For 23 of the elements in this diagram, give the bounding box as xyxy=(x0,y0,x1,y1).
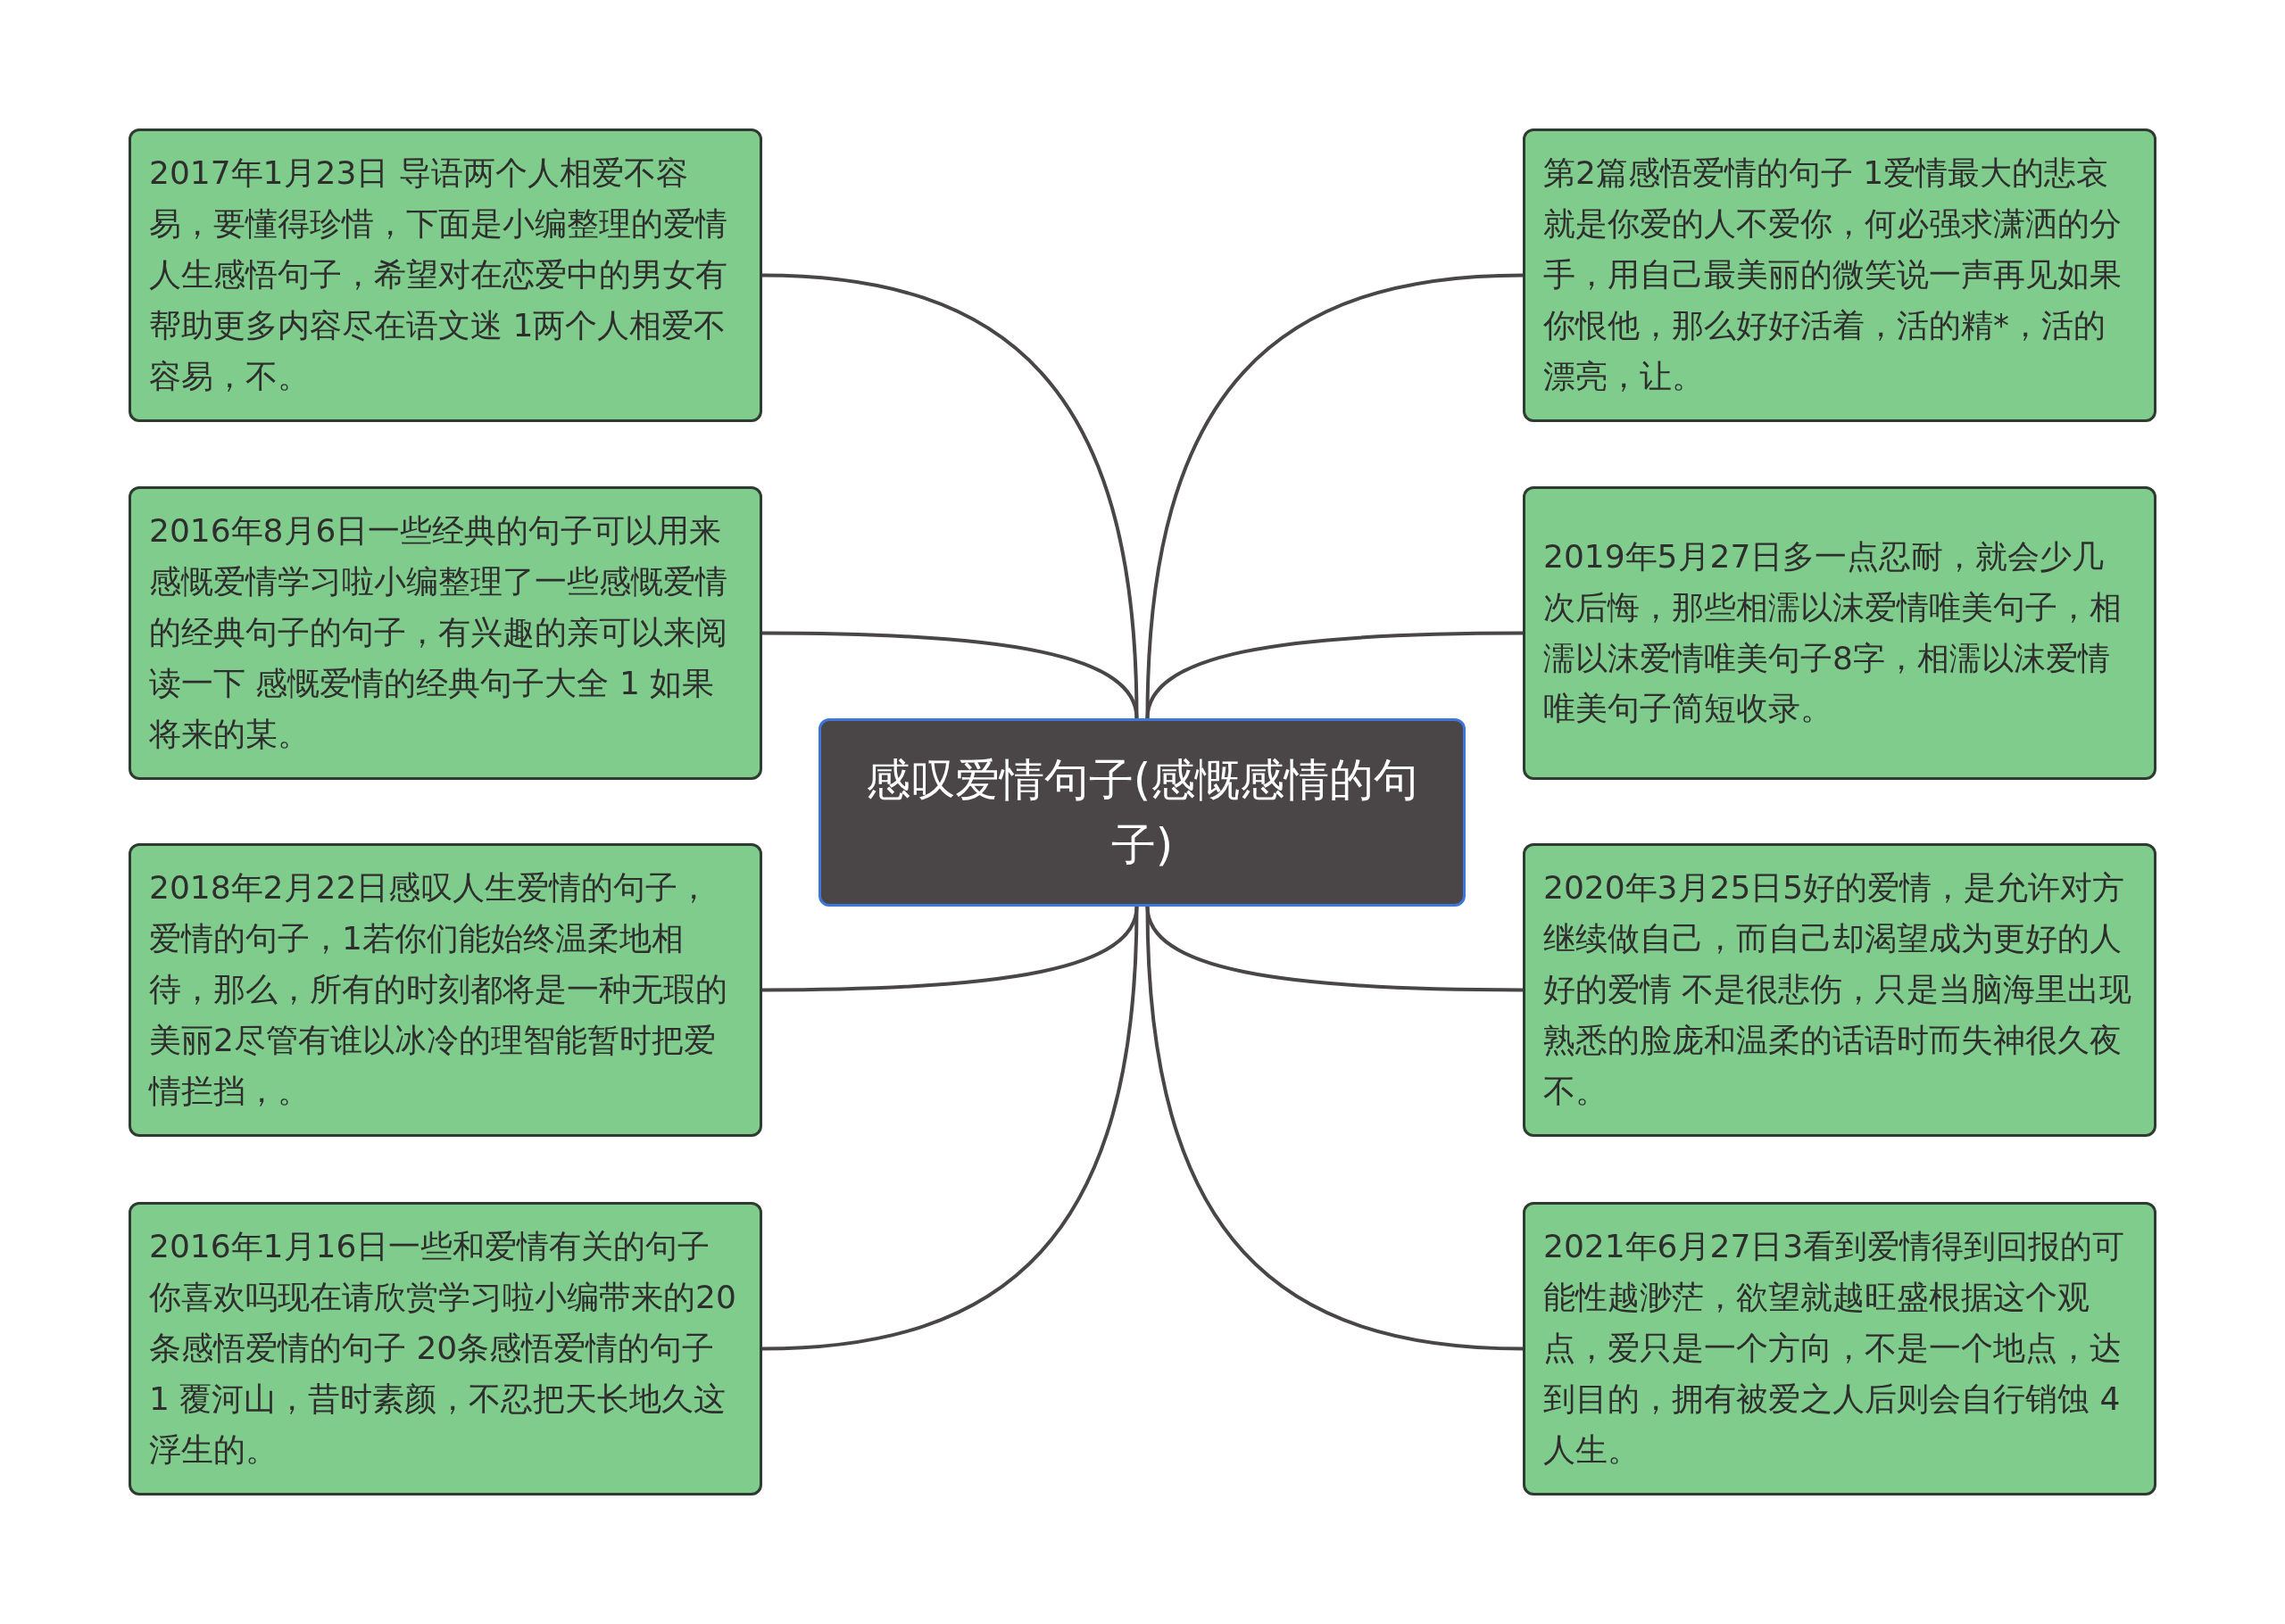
subtopic-box xyxy=(129,128,762,422)
subtopic-text: 2017年1月23日 导语两个人相爱不容易，要懂得珍惜，下面是小编整理的爱情人生感悟句子，希望对在恋爱中的男女有帮助更多内容尽在语文迷 1两个人相爱不容易，不。 xyxy=(149,153,728,396)
subtopic-text: 2018年2月22日感叹人生爱情的句子，爱情的句子，1若你们能始终温柔地相待，那么，所有的时刻都将是一种无瑕的美丽2尽管有谁以冰冷的理智能暂时把爱情拦挡，。 xyxy=(149,868,728,1111)
connector-line xyxy=(762,631,1139,719)
subtopic-text: 第2篇感悟爱情的句子 1爱情最大的悲哀就是你爱的人不爱你，何必强求潇洒的分手，用自己最美丽的微笑说一声再见如果你恨他，那么好好活着，活的精*，活的漂亮，让。 xyxy=(1543,153,2123,396)
subtopic-box xyxy=(1523,843,2156,1137)
subtopic-box xyxy=(129,843,762,1137)
subtopic-text: 2020年3月25日5好的爱情，是允许对方继续做自己，而自己却渴望成为更好的人好的爱情 不是很悲伤，只是当脑海里出现熟悉的脸庞和温柔的话语时而失神很久夜不。 xyxy=(1543,868,2133,1111)
subtopic-text: 2016年1月16日一些和爱情有关的句子你喜欢吗现在请欣赏学习啦小编带来的20条感悟爱情的句子 20条感悟爱情的句子 1 覆河山，昔时素颜，不忍把天长地久这浮生的。 xyxy=(149,1227,737,1470)
connector-line xyxy=(1145,273,1524,719)
subtopic-box xyxy=(129,1202,762,1496)
central-topic-box xyxy=(818,718,1466,907)
subtopic-box xyxy=(1523,1202,2156,1496)
subtopic-text: 2016年8月6日一些经典的句子可以用来感慨爱情学习啦小编整理了一些感慨爱情的经典句子的句子，有兴趣的亲可以来阅读一下 感慨爱情的经典句子大全 1 如果将来的某。 xyxy=(149,511,728,754)
subtopic-text: 2019年5月27日多一点忍耐，就会少几次后悔，那些相濡以沫爱情唯美句子，相濡以沫爱情唯美句子8字，相濡以沫爱情唯美句子简短收录。 xyxy=(1543,536,2123,729)
central-topic-text: 感叹爱情句子(感慨感情的句子) xyxy=(864,753,1420,873)
subtopic-box xyxy=(1523,486,2156,780)
connector-line xyxy=(761,906,1139,1351)
subtopic-text: 2021年6月27日3看到爱情得到回报的可能性越渺茫，欲望就越旺盛根据这个观点，爱只是一个方向，不是一个地点，达到目的，拥有被爱之人后则会自行销蚀 4人生。 xyxy=(1543,1227,2126,1470)
subtopic-box xyxy=(129,486,762,780)
connector-line xyxy=(1145,631,1523,719)
subtopic-box xyxy=(1523,128,2156,422)
connector-line xyxy=(1145,906,1524,1351)
